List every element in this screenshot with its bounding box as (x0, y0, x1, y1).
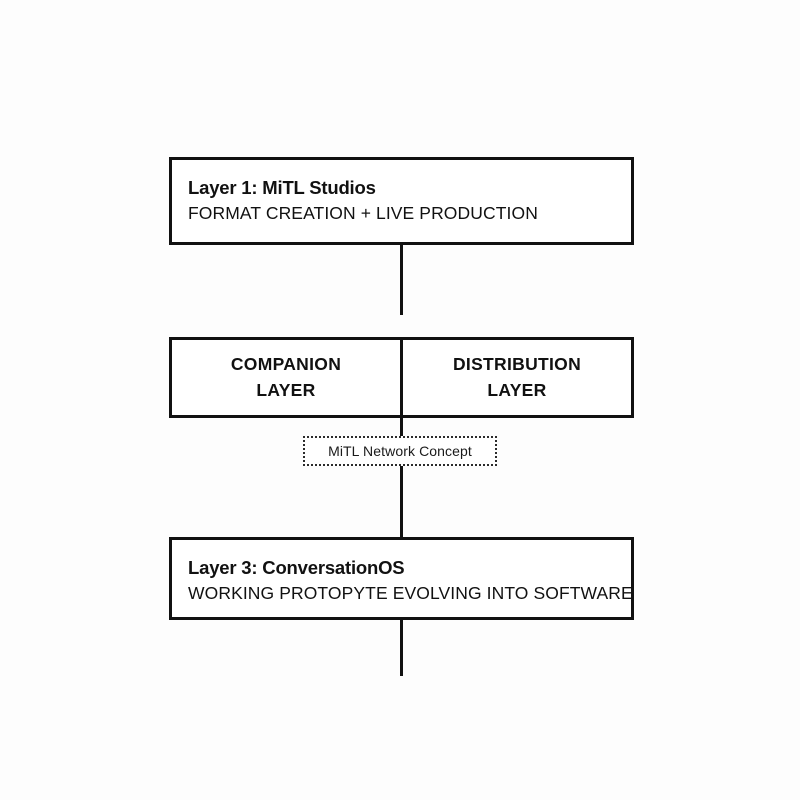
node-layer-1: Layer 1: MiTL Studios FORMAT CREATION + … (169, 157, 634, 245)
node-companion-layer-line-1: COMPANION (230, 354, 342, 375)
node-layer-3-content: Layer 3: ConversationOS WORKING PROTOPYT… (172, 540, 633, 606)
connector-layer2-to-layer3 (400, 418, 403, 537)
connector-layer3-outflow (400, 620, 403, 676)
node-layer-1-title: Layer 1: MiTL Studios (188, 177, 376, 198)
node-companion-layer: COMPANION LAYER (172, 340, 400, 415)
node-distribution-layer-line-1: DISTRIBUTION (452, 354, 582, 375)
node-layer-2-split: COMPANION LAYER DISTRIBUTION LAYER (169, 337, 634, 418)
node-companion-layer-label: COMPANION LAYER (231, 352, 341, 403)
node-layer-3-subtitle: WORKING PROTOPYTE EVOLVING INTO SOFTWARE (188, 583, 633, 604)
node-layer-3: Layer 3: ConversationOS WORKING PROTOPYT… (169, 537, 634, 620)
node-companion-layer-line-2: LAYER (256, 379, 316, 400)
connector-layer1-to-layer2 (400, 245, 403, 315)
node-distribution-layer-label: DISTRIBUTION LAYER (453, 352, 581, 403)
node-distribution-layer-line-2: LAYER (487, 379, 547, 400)
node-layer-3-title: Layer 3: ConversationOS (188, 557, 405, 578)
annotation-label: MiTL Network Concept (328, 443, 472, 459)
node-layer-1-content: Layer 1: MiTL Studios FORMAT CREATION + … (172, 160, 631, 226)
annotation-mitl-network-concept: MiTL Network Concept (303, 436, 497, 466)
node-layer-1-subtitle: FORMAT CREATION + LIVE PRODUCTION (188, 203, 538, 224)
node-distribution-layer: DISTRIBUTION LAYER (400, 340, 631, 415)
